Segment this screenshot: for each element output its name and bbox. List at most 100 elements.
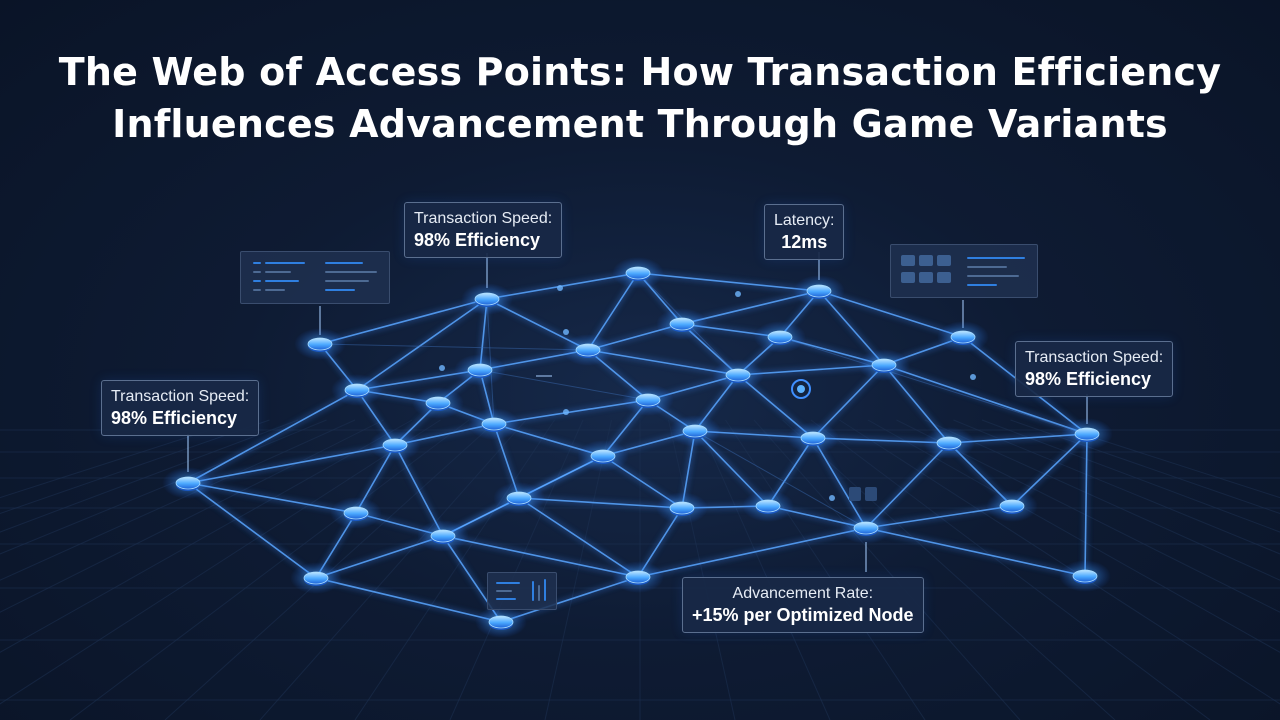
network-node bbox=[656, 308, 708, 340]
network-node bbox=[1061, 418, 1113, 450]
callout-label: Advancement Rate: bbox=[732, 585, 874, 602]
minor-node bbox=[563, 329, 569, 335]
network-node bbox=[986, 490, 1038, 522]
network-link bbox=[518, 497, 639, 578]
network-node bbox=[669, 415, 721, 447]
network-link bbox=[1084, 433, 1088, 577]
network-node bbox=[369, 429, 421, 461]
network-node bbox=[475, 606, 527, 638]
network-link bbox=[637, 272, 820, 292]
grid-line bbox=[0, 419, 270, 515]
grid-line bbox=[0, 419, 384, 613]
grid-line bbox=[259, 419, 527, 720]
callout-advancement-rate: Advancement Rate: +15% per Optimized Nod… bbox=[682, 577, 924, 633]
network-node bbox=[294, 328, 346, 360]
grid-line bbox=[696, 419, 831, 720]
callout-label: Transaction Speed: bbox=[111, 388, 250, 405]
callout-value: +15% per Optimized Node bbox=[692, 605, 914, 625]
target-dot bbox=[797, 385, 805, 393]
grid-line bbox=[782, 419, 1116, 720]
network-link bbox=[637, 527, 867, 578]
callout-latency: Latency: 12ms bbox=[764, 204, 845, 260]
network-node bbox=[622, 384, 674, 416]
network-node bbox=[1059, 560, 1111, 592]
callout-value: 12ms bbox=[781, 232, 828, 252]
callout-transaction-speed-top: Transaction Speed: 98% Efficiency bbox=[404, 202, 563, 258]
network-node bbox=[417, 520, 469, 552]
network-node bbox=[330, 497, 382, 529]
network-node bbox=[290, 562, 342, 594]
network-link bbox=[187, 389, 358, 484]
network-node bbox=[923, 427, 975, 459]
grid-line bbox=[0, 419, 413, 653]
network-node bbox=[754, 321, 806, 353]
decorative-elements bbox=[536, 375, 877, 501]
network-node bbox=[858, 349, 910, 381]
faint-link bbox=[319, 343, 589, 351]
network-link bbox=[865, 442, 950, 529]
grid-line bbox=[354, 419, 555, 720]
grid-line bbox=[1010, 419, 1280, 515]
network-node bbox=[656, 492, 708, 524]
network-link bbox=[187, 482, 357, 514]
network-link bbox=[187, 482, 317, 579]
faint-link bbox=[694, 430, 867, 529]
grid-line bbox=[0, 419, 356, 581]
callout-value: 98% Efficiency bbox=[414, 230, 541, 250]
grid-line bbox=[953, 419, 1280, 555]
callout-label: Transaction Speed: bbox=[1025, 349, 1164, 366]
network-node bbox=[787, 422, 839, 454]
faint-link bbox=[779, 336, 1088, 435]
network-node bbox=[840, 512, 892, 544]
network-link bbox=[865, 527, 1086, 577]
grid-line bbox=[753, 419, 1021, 720]
network-link bbox=[315, 577, 502, 623]
network-node bbox=[162, 467, 214, 499]
diagram-title: The Web of Access Points: How Transactio… bbox=[0, 46, 1280, 150]
network-link bbox=[442, 535, 639, 578]
network-node bbox=[612, 257, 664, 289]
minor-node bbox=[563, 409, 569, 415]
title-line-1: The Web of Access Points: How Transactio… bbox=[58, 50, 1222, 94]
grid-line bbox=[896, 419, 1280, 613]
network-link bbox=[818, 290, 964, 338]
mini-panel-bottom bbox=[487, 572, 557, 610]
grid-line bbox=[69, 419, 470, 720]
network-node bbox=[468, 408, 520, 440]
network-link bbox=[883, 364, 1088, 435]
grid-line bbox=[668, 419, 736, 720]
stats-panel-right bbox=[890, 244, 1038, 298]
network-node bbox=[612, 561, 664, 593]
minor-node bbox=[557, 285, 563, 291]
network-node bbox=[742, 490, 794, 522]
callout-label: Transaction Speed: bbox=[414, 210, 553, 227]
grid-line bbox=[867, 419, 1280, 653]
callout-transaction-speed-right: Transaction Speed: 98% Efficiency bbox=[1015, 341, 1174, 397]
grid-line bbox=[0, 419, 299, 533]
network-node bbox=[331, 374, 383, 406]
network-node bbox=[562, 334, 614, 366]
faint-link bbox=[479, 369, 649, 401]
network-node bbox=[461, 283, 513, 315]
network-node bbox=[412, 387, 464, 419]
callout-transaction-speed-left: Transaction Speed: 98% Efficiency bbox=[101, 380, 260, 436]
network-link bbox=[486, 272, 639, 300]
minor-node bbox=[970, 374, 976, 380]
network-link bbox=[493, 399, 649, 425]
network-node bbox=[577, 440, 629, 472]
tile-square bbox=[849, 487, 861, 501]
network-node bbox=[493, 482, 545, 514]
minor-node bbox=[439, 365, 445, 371]
callout-value: 98% Efficiency bbox=[111, 408, 238, 428]
network-link bbox=[356, 298, 488, 391]
network-link bbox=[319, 298, 488, 345]
network-node bbox=[454, 354, 506, 386]
tile-square bbox=[865, 487, 877, 501]
title-line-2: Influences Advancement Through Game Vari… bbox=[112, 102, 1168, 146]
network-node bbox=[712, 359, 764, 391]
grid-line bbox=[725, 419, 926, 720]
network-node bbox=[937, 321, 989, 353]
minor-node bbox=[735, 291, 741, 297]
grid-line bbox=[0, 419, 441, 705]
